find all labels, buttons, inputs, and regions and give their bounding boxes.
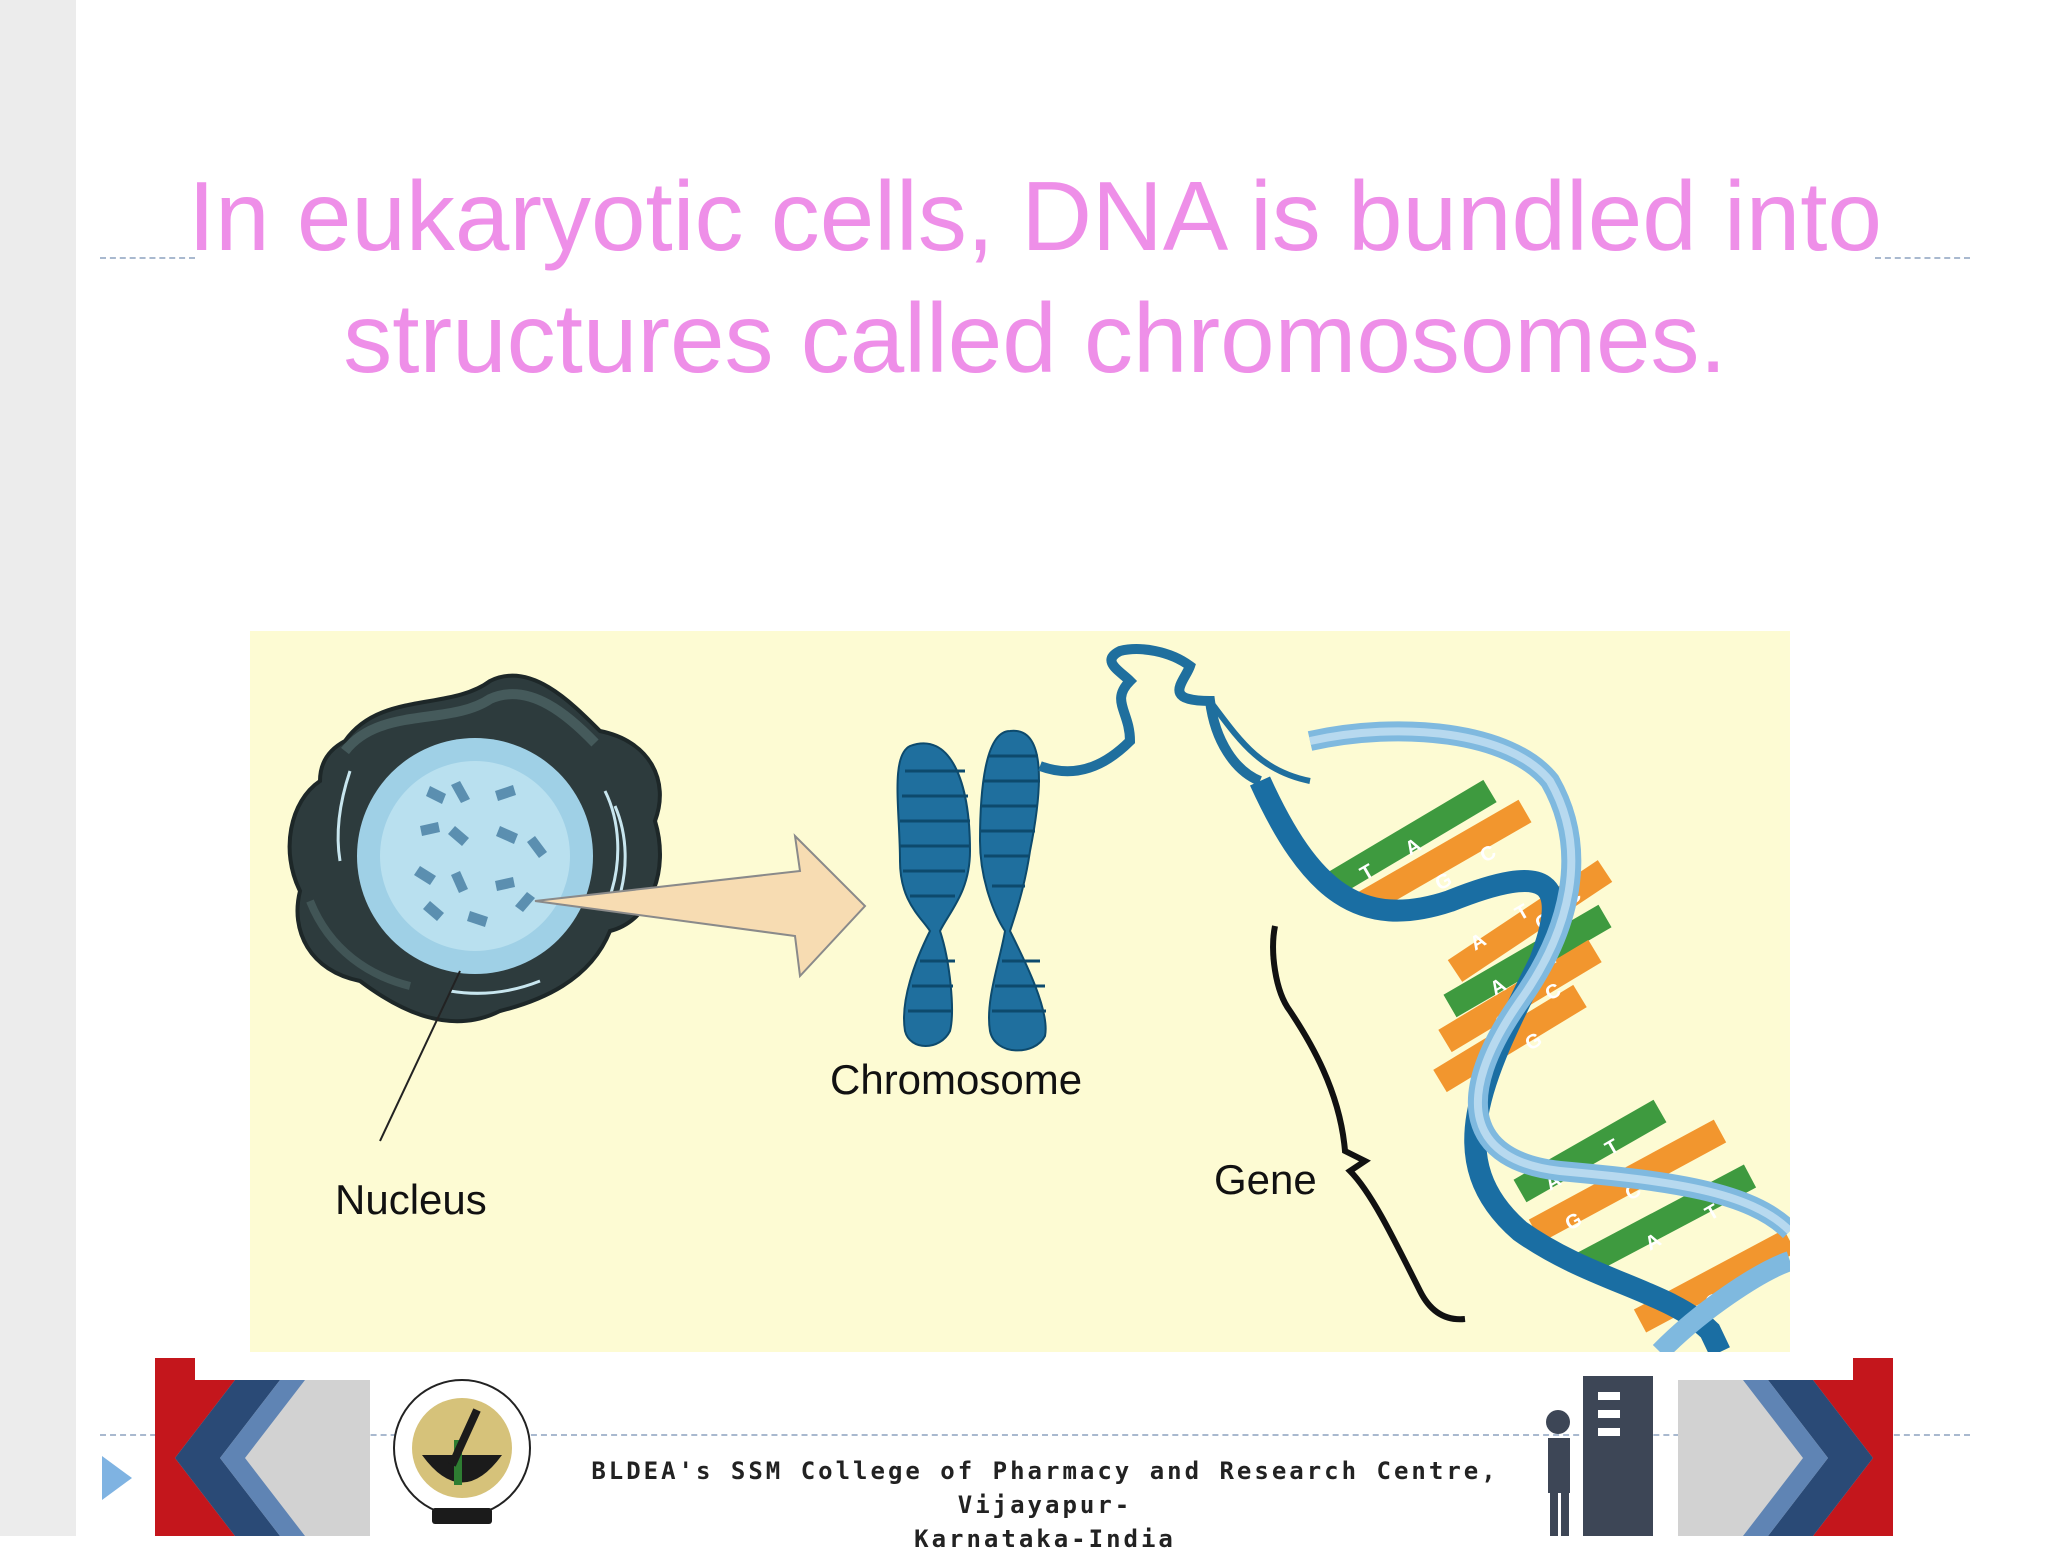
left-chevron-banner [155,1358,370,1536]
title-divider-right [1875,257,1970,259]
arrow-icon [534,833,867,979]
side-strip [0,0,76,1536]
building-figure-icon [1546,1376,1653,1536]
footer-divider [100,1434,1970,1436]
gene-bracket [1270,925,1466,1323]
footer-institution: BLDEA's SSM College of Pharmacy and Rese… [590,1454,1500,1556]
cell-icon [287,673,662,1024]
footer-line-2: Karnataka-India [914,1525,1176,1553]
nucleus-pointer-line [379,970,461,1142]
footer-line-1: BLDEA's SSM College of Pharmacy and Rese… [591,1457,1499,1519]
play-triangle-icon [102,1456,132,1500]
slide-title: In eukaryotic cells, DNA is bundled into… [187,161,1883,393]
title-divider-left [100,257,195,259]
college-logo [393,1379,531,1524]
dna-chromosome-diagram: T A G C A T G C A T G C C G A T G C A T … [250,631,1790,1352]
right-chevron-banner [1678,1358,1893,1536]
gene-label: Gene [1214,1156,1317,1203]
nucleus-chromatin [414,781,547,927]
chromosome-icon [896,729,1047,1052]
chromosome-label: Chromosome [830,1056,1082,1103]
nucleus-label: Nucleus [335,1176,487,1223]
